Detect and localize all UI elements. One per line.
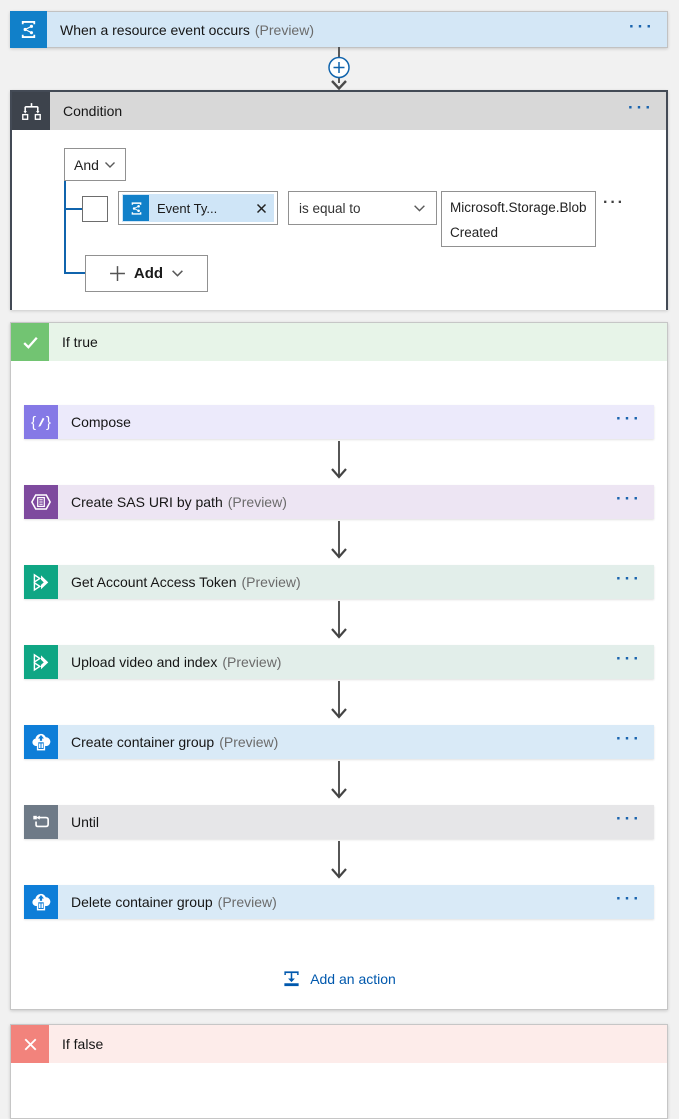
action-title: Upload video and index xyxy=(71,654,218,670)
join-operator-value: And xyxy=(74,156,99,173)
action-card-delete-container-group[interactable]: Delete container group (Preview) ··· xyxy=(24,885,654,919)
dynamic-content-token[interactable]: Event Ty... xyxy=(122,194,274,222)
action-title: Create container group xyxy=(71,734,215,750)
join-operator-dropdown[interactable]: And xyxy=(64,148,126,181)
action-card-create-container-group[interactable]: Create container group (Preview) ··· xyxy=(24,725,654,759)
condition-body: And Event T xyxy=(12,130,666,310)
flow-arrow xyxy=(325,679,353,725)
if-true-header[interactable]: If true xyxy=(11,323,667,361)
action-menu-button[interactable]: ··· xyxy=(616,729,642,748)
video-indexer-play-icon xyxy=(24,565,58,599)
if-false-title: If false xyxy=(62,1036,104,1052)
trigger-title: When a resource event occurs xyxy=(60,21,250,38)
action-menu-button[interactable]: ··· xyxy=(616,569,642,588)
chevron-down-icon xyxy=(414,204,425,212)
if-false-header[interactable]: If false xyxy=(11,1025,667,1063)
if-true-branch: If true {} Compose ··· xyxy=(10,322,668,1010)
condition-card[interactable]: Condition ··· And xyxy=(10,90,668,310)
condition-tree-line xyxy=(66,208,82,210)
event-grid-icon xyxy=(123,195,149,221)
loop-icon xyxy=(24,805,58,839)
operator-value: is equal to xyxy=(299,200,361,216)
action-card-compose[interactable]: {} Compose ··· xyxy=(24,405,654,439)
action-menu-button[interactable]: ··· xyxy=(616,649,642,668)
chevron-down-icon xyxy=(172,270,183,277)
trigger-menu-button[interactable]: ··· xyxy=(629,16,655,36)
action-title: Create SAS URI by path xyxy=(71,494,223,510)
flow-arrow xyxy=(325,439,353,485)
add-condition-label: Add xyxy=(133,265,164,282)
action-menu-button[interactable]: ··· xyxy=(616,489,642,508)
event-grid-icon xyxy=(10,10,47,48)
add-condition-button[interactable]: Add xyxy=(85,255,208,292)
action-card-get-account-access-token[interactable]: Get Account Access Token (Preview) ··· xyxy=(24,565,654,599)
action-preview-label: (Preview) xyxy=(222,654,282,670)
action-title: Until xyxy=(71,814,100,830)
if-false-branch: If false xyxy=(10,1024,668,1119)
braces-pencil-icon: {} xyxy=(24,405,58,439)
x-mark-icon xyxy=(11,1025,49,1063)
remove-token-icon[interactable] xyxy=(249,203,274,214)
action-title: Delete container group xyxy=(71,894,213,910)
condition-header[interactable]: Condition ··· xyxy=(12,92,666,130)
action-card-create-sas-uri[interactable]: Create SAS URI by path (Preview) ··· xyxy=(24,485,654,519)
flow-arrow xyxy=(325,839,353,885)
add-an-action-button[interactable]: Add an action xyxy=(282,969,396,988)
action-menu-button[interactable]: ··· xyxy=(616,809,642,828)
token-label: Event Ty... xyxy=(157,200,218,216)
condition-menu-button[interactable]: ··· xyxy=(628,98,654,117)
flow-arrow xyxy=(325,599,353,645)
condition-row-menu-button[interactable]: ··· xyxy=(603,194,625,211)
action-preview-label: (Preview) xyxy=(217,894,277,910)
condition-value-field[interactable]: Microsoft.Storage.Blob Created xyxy=(441,191,596,247)
condition-left-operand-field[interactable]: Event Ty... xyxy=(118,191,278,225)
trigger-preview-label: (Preview) xyxy=(254,21,314,38)
action-menu-button[interactable]: ··· xyxy=(616,889,642,908)
plus-icon xyxy=(109,266,125,281)
action-title: Get Account Access Token xyxy=(71,574,237,590)
blob-hexagon-document-icon xyxy=(24,485,58,519)
condition-title: Condition xyxy=(63,103,123,119)
action-title: Compose xyxy=(71,414,131,430)
condition-branch-icon xyxy=(12,92,50,130)
condition-row-checkbox[interactable] xyxy=(82,196,108,222)
action-preview-label: (Preview) xyxy=(241,574,301,590)
video-indexer-play-icon xyxy=(24,645,58,679)
if-true-title: If true xyxy=(62,334,98,350)
action-preview-label: (Preview) xyxy=(219,734,279,750)
condition-tree-line xyxy=(64,181,66,274)
action-card-until[interactable]: Until ··· xyxy=(24,805,654,839)
condition-tree-line xyxy=(66,272,85,274)
add-action-icon xyxy=(284,971,299,987)
trigger-card[interactable]: When a resource event occurs (Preview) ·… xyxy=(10,10,668,48)
action-card-upload-video-and-index[interactable]: Upload video and index (Preview) ··· xyxy=(24,645,654,679)
action-preview-label: (Preview) xyxy=(227,494,287,510)
chevron-down-icon xyxy=(105,161,115,168)
if-true-body: {} Compose ··· Create SAS URI by path xyxy=(11,361,667,988)
add-an-action-label: Add an action xyxy=(310,970,396,987)
condition-operator-dropdown[interactable]: is equal to xyxy=(288,191,437,225)
flow-arrow xyxy=(325,519,353,565)
cloud-container-icon xyxy=(24,725,58,759)
flow-arrow xyxy=(325,759,353,805)
action-menu-button[interactable]: ··· xyxy=(616,409,642,428)
cloud-container-icon xyxy=(24,885,58,919)
insert-step-connector[interactable] xyxy=(319,47,359,90)
checkmark-icon xyxy=(11,323,49,361)
